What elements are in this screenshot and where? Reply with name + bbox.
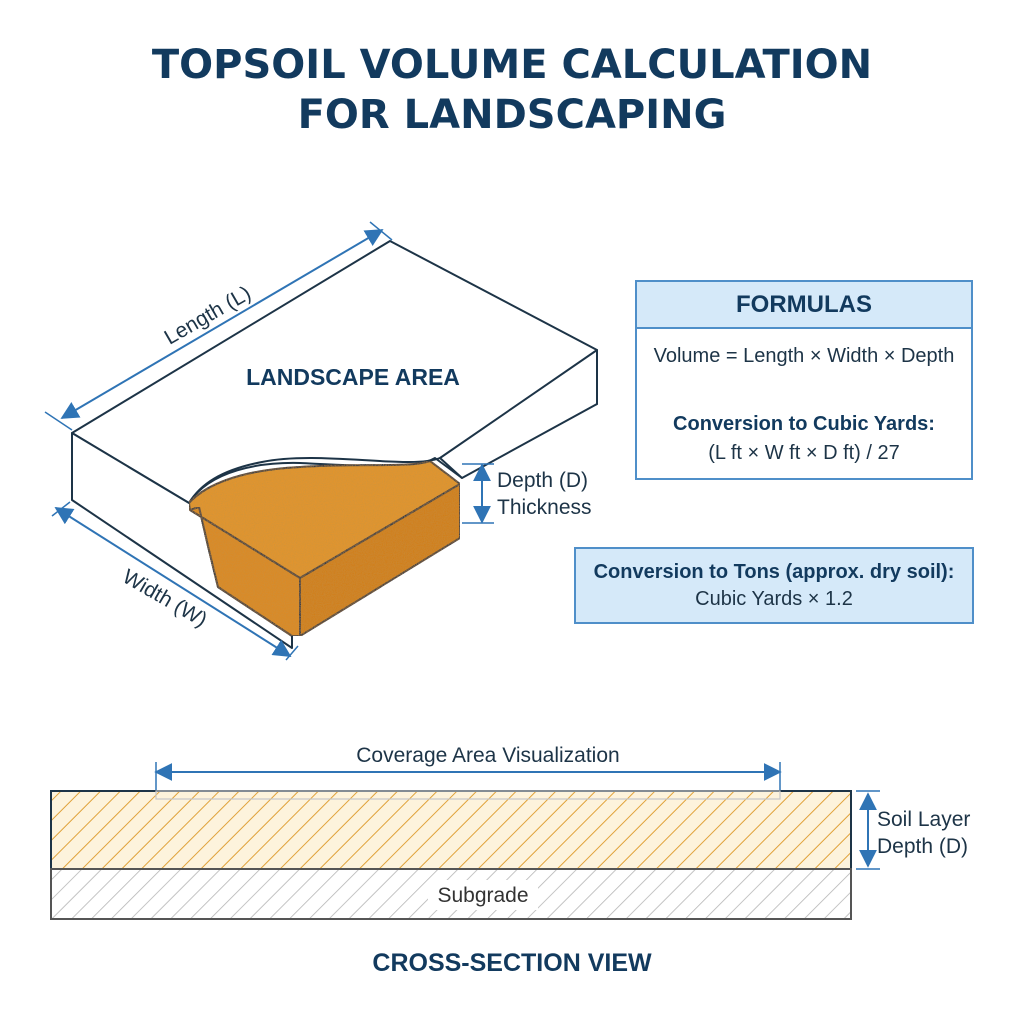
title-line-2: FOR LANDSCAPING (298, 92, 727, 138)
landscape-area-label: LANDSCAPE AREA (246, 364, 460, 390)
title-line-1: TOPSOIL VOLUME CALCULATION (152, 42, 872, 88)
cross-section-title: CROSS-SECTION VIEW (372, 949, 652, 977)
coverage-strip (155, 790, 781, 800)
formulas-header: FORMULAS (637, 282, 971, 329)
cubic-yards-title: Conversion to Cubic Yards: (673, 413, 935, 435)
subgrade-label: Subgrade (437, 884, 528, 907)
width-tick-right (285, 645, 299, 661)
soil-block (188, 460, 461, 637)
soil-depth-label: Depth (D) (877, 835, 968, 858)
volume-formula: Volume = Length × Width × Depth (653, 345, 955, 367)
soil-layer-label: Soil Layer (877, 808, 970, 831)
subgrade-label-bg (428, 880, 538, 910)
length-arrow (60, 229, 384, 419)
width-arrow (54, 507, 292, 657)
length-tick-right (369, 221, 393, 241)
length-tick-left (44, 411, 73, 431)
tons-title: Conversion to Tons (approx. dry soil): (593, 561, 955, 583)
thickness-label: Thickness (497, 496, 592, 519)
tons-panel: Conversion to Tons (approx. dry soil): C… (574, 547, 974, 624)
soil-layer (50, 790, 852, 870)
cubic-yards-formula: (L ft × W ft × D ft) / 27 (708, 442, 900, 464)
soil-side-face (299, 483, 461, 637)
formulas-panel: FORMULAS Volume = Length × Width × Depth… (635, 280, 973, 480)
depth-label: Depth (D) (497, 469, 588, 492)
tons-formula: Cubic Yards × 1.2 (695, 588, 853, 610)
coverage-label: Coverage Area Visualization (356, 744, 619, 767)
width-tick-left (51, 501, 71, 517)
